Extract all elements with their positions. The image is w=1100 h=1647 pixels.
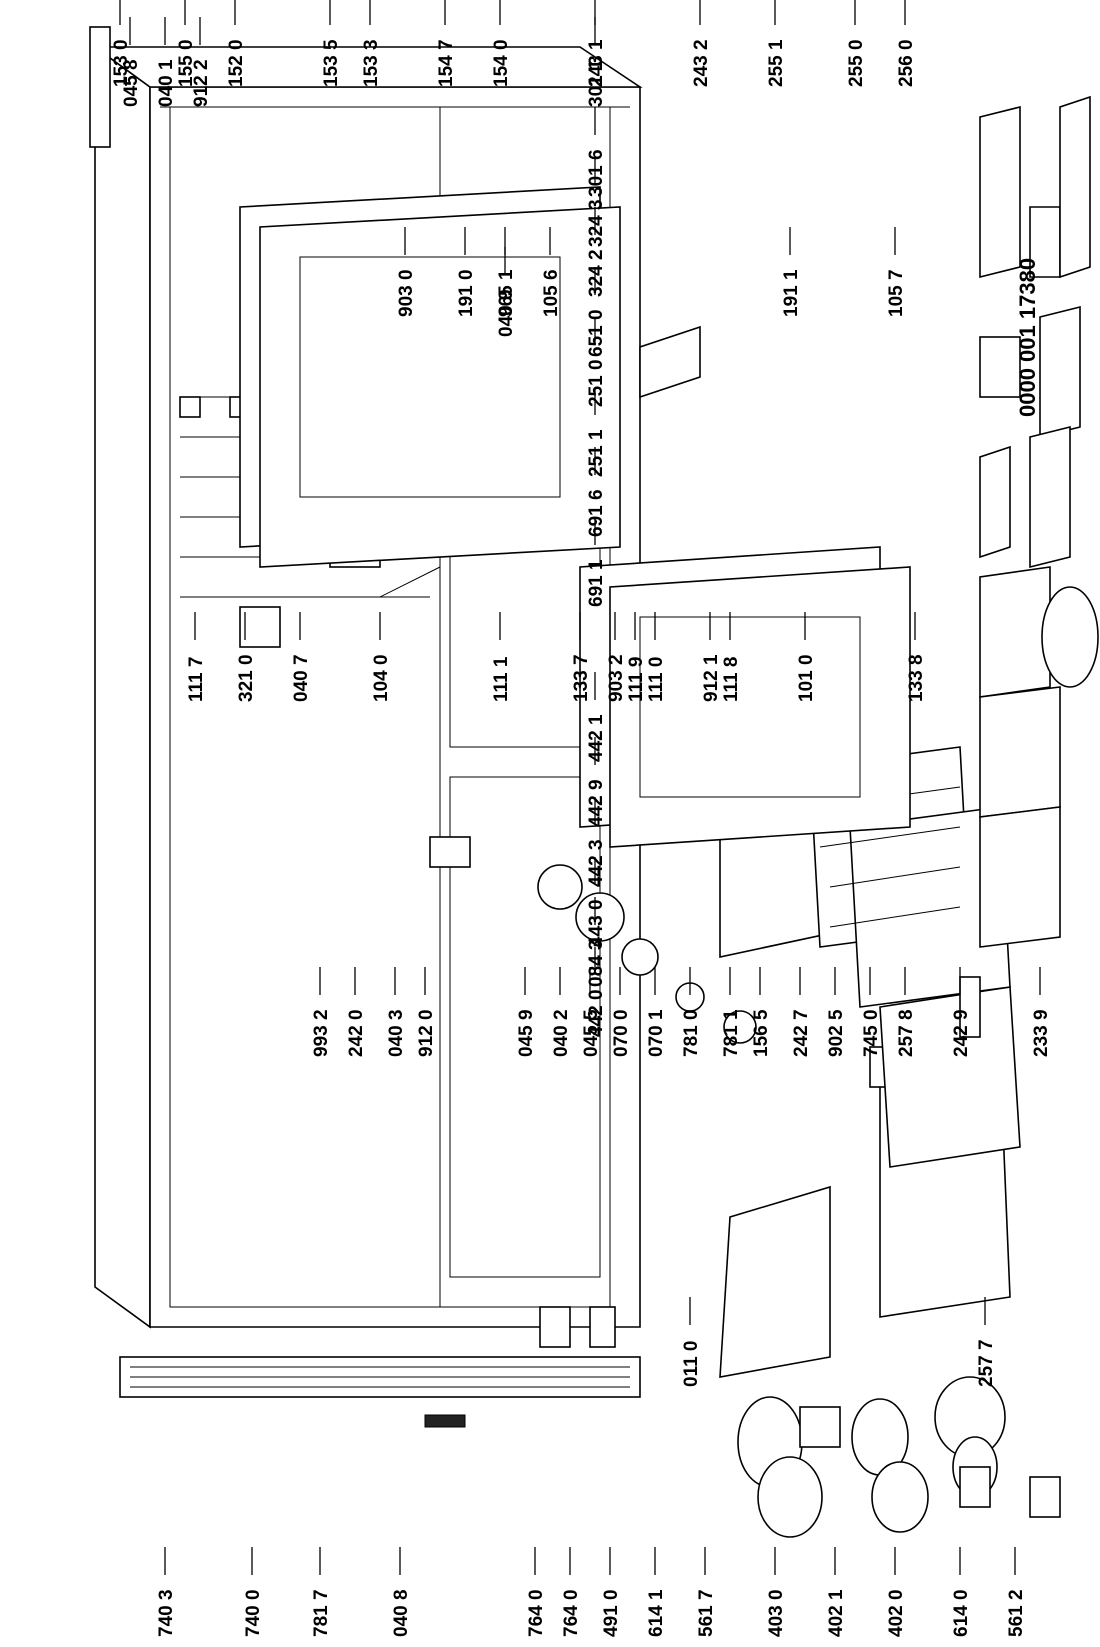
part-label: 691 1	[586, 559, 607, 607]
part-label: 154 0	[491, 39, 512, 87]
part-label: 561 7	[696, 1589, 717, 1637]
part-label: 040 7	[291, 654, 312, 702]
part-label: 255 1	[766, 39, 787, 87]
part-label: 257 8	[896, 1009, 917, 1057]
part-label: 740 3	[156, 1589, 177, 1637]
part-label: 084 3	[586, 939, 607, 987]
part-label: 781 1	[721, 1009, 742, 1057]
part-label: 104 0	[371, 654, 392, 702]
part-label: 133 7	[571, 654, 592, 702]
part-label: 243 1	[586, 39, 607, 87]
part-label: 105 6	[541, 269, 562, 317]
part-label: 561 2	[1006, 1589, 1027, 1637]
part-label: 402 0	[886, 1589, 907, 1637]
part-label: 402 1	[826, 1589, 847, 1637]
part-label: 156 5	[751, 1009, 772, 1057]
part-label: 133 8	[906, 654, 927, 702]
part-label: 251 0	[586, 359, 607, 407]
part-label: 912 2	[191, 59, 212, 107]
part-label: 111 8	[721, 657, 742, 702]
part-label: 442 3	[586, 839, 607, 887]
part-label: 740 0	[243, 1589, 264, 1637]
part-label: 045 5	[581, 1009, 602, 1057]
part-label: 111 0	[646, 657, 667, 702]
part-label: 242 9	[951, 1009, 972, 1057]
part-label: 651 0	[586, 309, 607, 357]
part-label: 903 0	[396, 269, 417, 317]
part-label: 255 0	[846, 39, 867, 87]
part-label: 256 0	[896, 39, 917, 87]
part-label: 614 0	[951, 1589, 972, 1637]
part-label: 045 9	[516, 1009, 537, 1057]
part-label: 257 7	[976, 1339, 997, 1387]
part-label: 324 3	[586, 199, 607, 247]
compressor-group	[539, 1306, 1061, 1538]
part-label: 111 7	[186, 657, 207, 702]
fridge-door	[239, 186, 701, 568]
part-label: 152 0	[226, 39, 247, 87]
part-label: 614 1	[646, 1589, 667, 1637]
part-label: 491 0	[601, 1589, 622, 1637]
part-label: 965 1	[496, 269, 517, 317]
part-label: 045 8	[121, 59, 142, 107]
part-label: 781 7	[311, 1589, 332, 1637]
part-label: 111 9	[626, 657, 647, 702]
part-label: 324 2	[586, 249, 607, 297]
part-label: 153 0	[111, 39, 132, 87]
part-label: 243 2	[691, 39, 712, 87]
part-label: 233 9	[1031, 1009, 1052, 1057]
document-number: 0000 001 17380	[1015, 258, 1040, 417]
part-label: 903 2	[606, 654, 627, 702]
part-label: 111 1	[491, 656, 512, 702]
part-label: 251 1	[586, 429, 607, 477]
part-label: 745 0	[861, 1009, 882, 1057]
part-label: 781 0	[681, 1009, 702, 1057]
part-label: 442 1	[586, 714, 607, 762]
part-label: 912 0	[416, 1009, 437, 1057]
part-label: 764 0	[526, 1589, 547, 1637]
part-label: 191 0	[456, 269, 477, 317]
part-label: 040 3	[386, 1009, 407, 1057]
part-label: 443 0	[586, 899, 607, 947]
part-label: 153 5	[321, 39, 342, 87]
callout-labels: 740 3 740 0 781 7 040 8 764 0 764 0 491 0 614 1…	[111, 0, 1052, 1637]
part-label: 011 0	[681, 1341, 702, 1388]
part-label: 764 0	[561, 1589, 582, 1637]
part-label: 242 0	[346, 1009, 367, 1057]
part-label: 040 9	[496, 289, 517, 337]
part-label: 191 1	[781, 269, 802, 317]
part-label: 993 2	[311, 1009, 332, 1057]
part-label: 912 1	[701, 654, 722, 702]
part-label: 040 8	[391, 1589, 412, 1637]
part-label: 242 7	[791, 1009, 812, 1057]
part-label: 902 5	[826, 1009, 847, 1057]
door-bins	[979, 95, 1099, 948]
part-label: 040 2	[551, 1009, 572, 1057]
part-label: 154 7	[436, 39, 457, 87]
part-label: 040 1	[156, 59, 177, 107]
part-label: 301 6	[586, 149, 607, 197]
part-label: 301 1	[586, 59, 607, 107]
part-label: 321 0	[236, 654, 257, 702]
part-label: 070 0	[611, 1009, 632, 1057]
part-label: 070 1	[646, 1009, 667, 1057]
part-label: 155 0	[176, 39, 197, 87]
part-label: 101 0	[796, 654, 817, 702]
part-label: 442 0	[586, 989, 607, 1037]
part-label: 442 9	[586, 779, 607, 827]
part-label: 691 6	[586, 489, 607, 537]
part-label: 403 0	[766, 1589, 787, 1637]
part-label: 105 7	[886, 269, 907, 317]
wire-shelves	[809, 746, 1011, 1038]
part-label: 153 3	[361, 39, 382, 87]
